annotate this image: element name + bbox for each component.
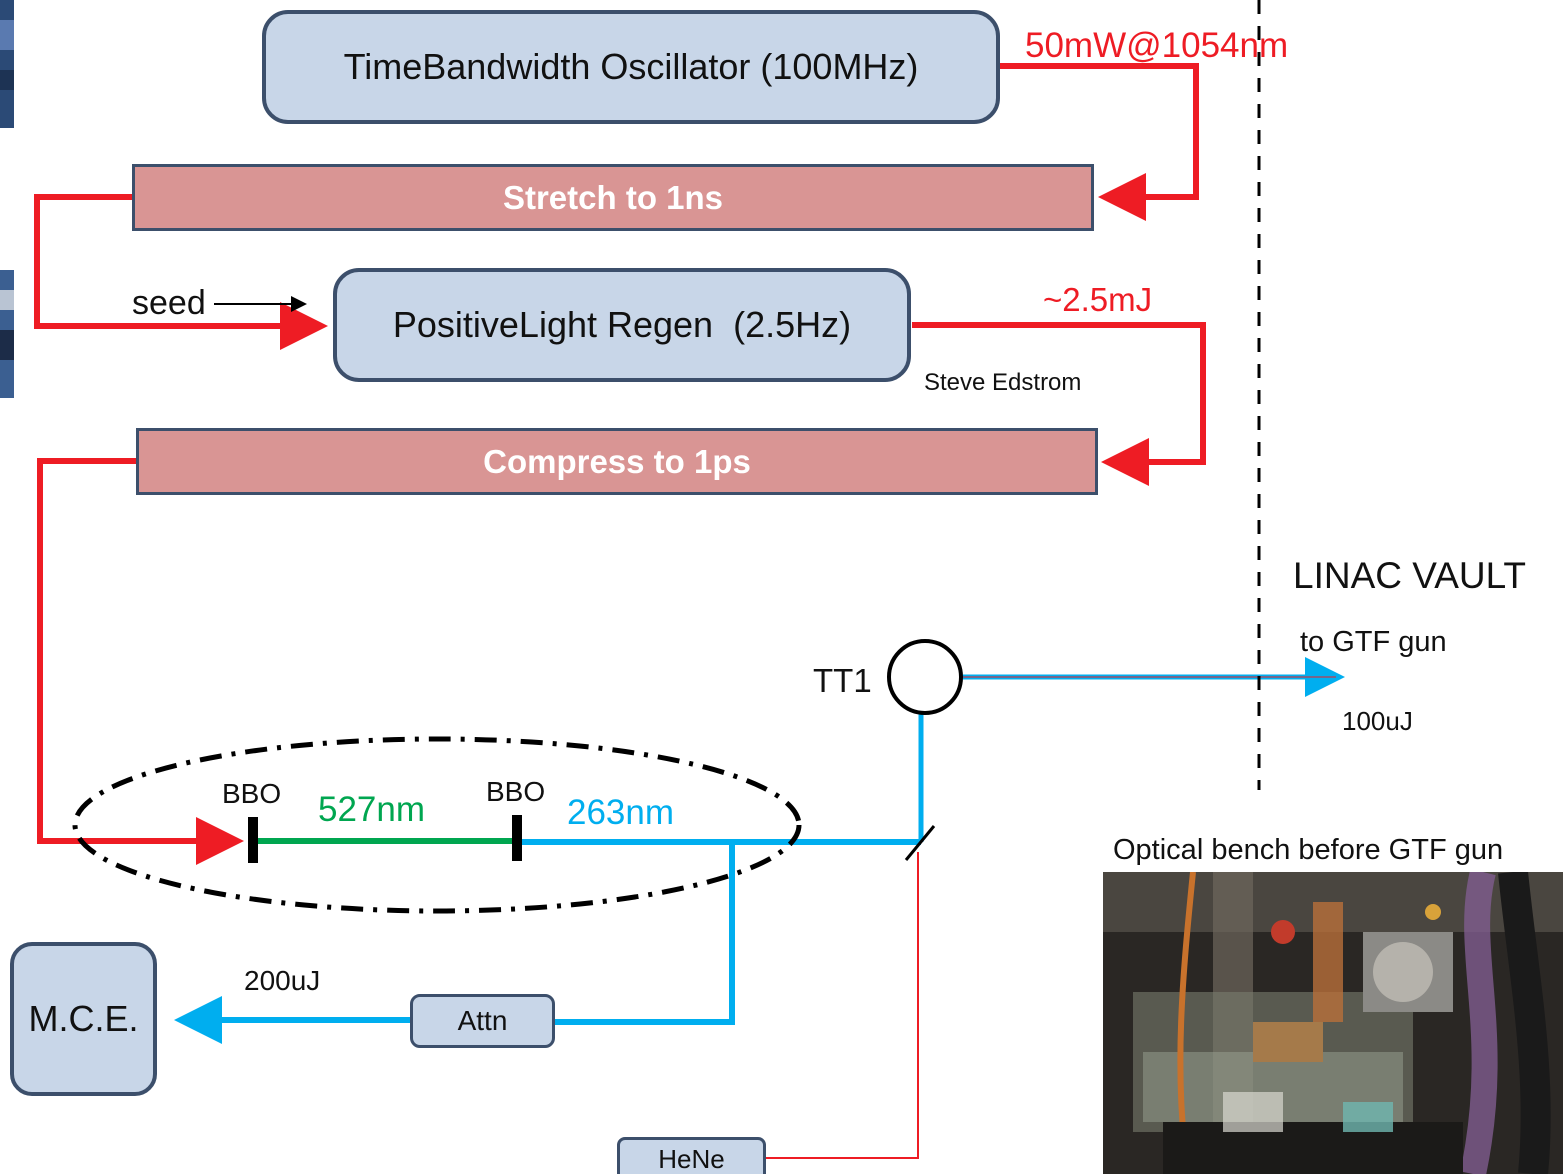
osc-output-label: 50mW@1054nm: [1025, 26, 1289, 65]
hene-block: HeNe: [617, 1137, 766, 1174]
mce-block: M.C.E.: [10, 942, 157, 1096]
to-gun-label: to GTF gun: [1300, 626, 1447, 658]
beam-uv-to-attn: [555, 842, 735, 1025]
shg-enclosure: [72, 736, 802, 914]
optical-bench-photo: [1103, 872, 1563, 1174]
beam-osc-to-stretch: [1000, 63, 1199, 221]
tt1-label: TT1: [813, 662, 872, 699]
oscillator-block: TimeBandwidth Oscillator (100MHz): [262, 10, 1000, 124]
regen-output-label: ~2.5mJ: [1043, 281, 1153, 318]
attenuator-label: Attn: [457, 1005, 508, 1036]
photo-caption: Optical bench before GTF gun: [1113, 834, 1504, 866]
hene-label: HeNe: [658, 1144, 725, 1174]
oscillator-label: TimeBandwidth Oscillator (100MHz): [343, 46, 919, 87]
photo-fragment-top: [0, 0, 14, 128]
compressor-block: Compress to 1ps: [136, 428, 1098, 495]
bbo-crystal-right: [512, 815, 522, 861]
stretcher-block: Stretch to 1ns: [132, 164, 1094, 231]
green-wavelength-label: 527nm: [318, 790, 426, 829]
regen-credit: Steve Edstrom: [924, 369, 1082, 396]
beam-stretch-to-regen: [34, 194, 328, 350]
compressor-label: Compress to 1ps: [483, 442, 751, 480]
bbo-right-label: BBO: [486, 776, 546, 807]
mirror: [904, 825, 936, 861]
seed-label: seed: [132, 284, 206, 322]
bbo-left-label: BBO: [222, 778, 282, 809]
tt1-circle: [887, 639, 963, 715]
beam-compress-to-bbo: [37, 458, 244, 865]
attenuator-block: Attn: [410, 994, 555, 1048]
stretcher-label: Stretch to 1ns: [502, 178, 724, 216]
beam-regen-to-compress: [912, 322, 1206, 486]
gun-energy-label: 100uJ: [1342, 706, 1413, 736]
mce-label: M.C.E.: [28, 998, 139, 1039]
linac-vault-label: LINAC VAULT: [1293, 555, 1527, 596]
uv-wavelength-label: 263nm: [567, 793, 675, 832]
regen-label: PositiveLight Regen (2.5Hz): [392, 304, 852, 345]
mce-energy-label: 200uJ: [244, 965, 321, 996]
hene-beam: [766, 852, 919, 1159]
regen-block: PositiveLight Regen (2.5Hz): [333, 268, 911, 382]
bbo-crystal-left: [248, 817, 258, 863]
